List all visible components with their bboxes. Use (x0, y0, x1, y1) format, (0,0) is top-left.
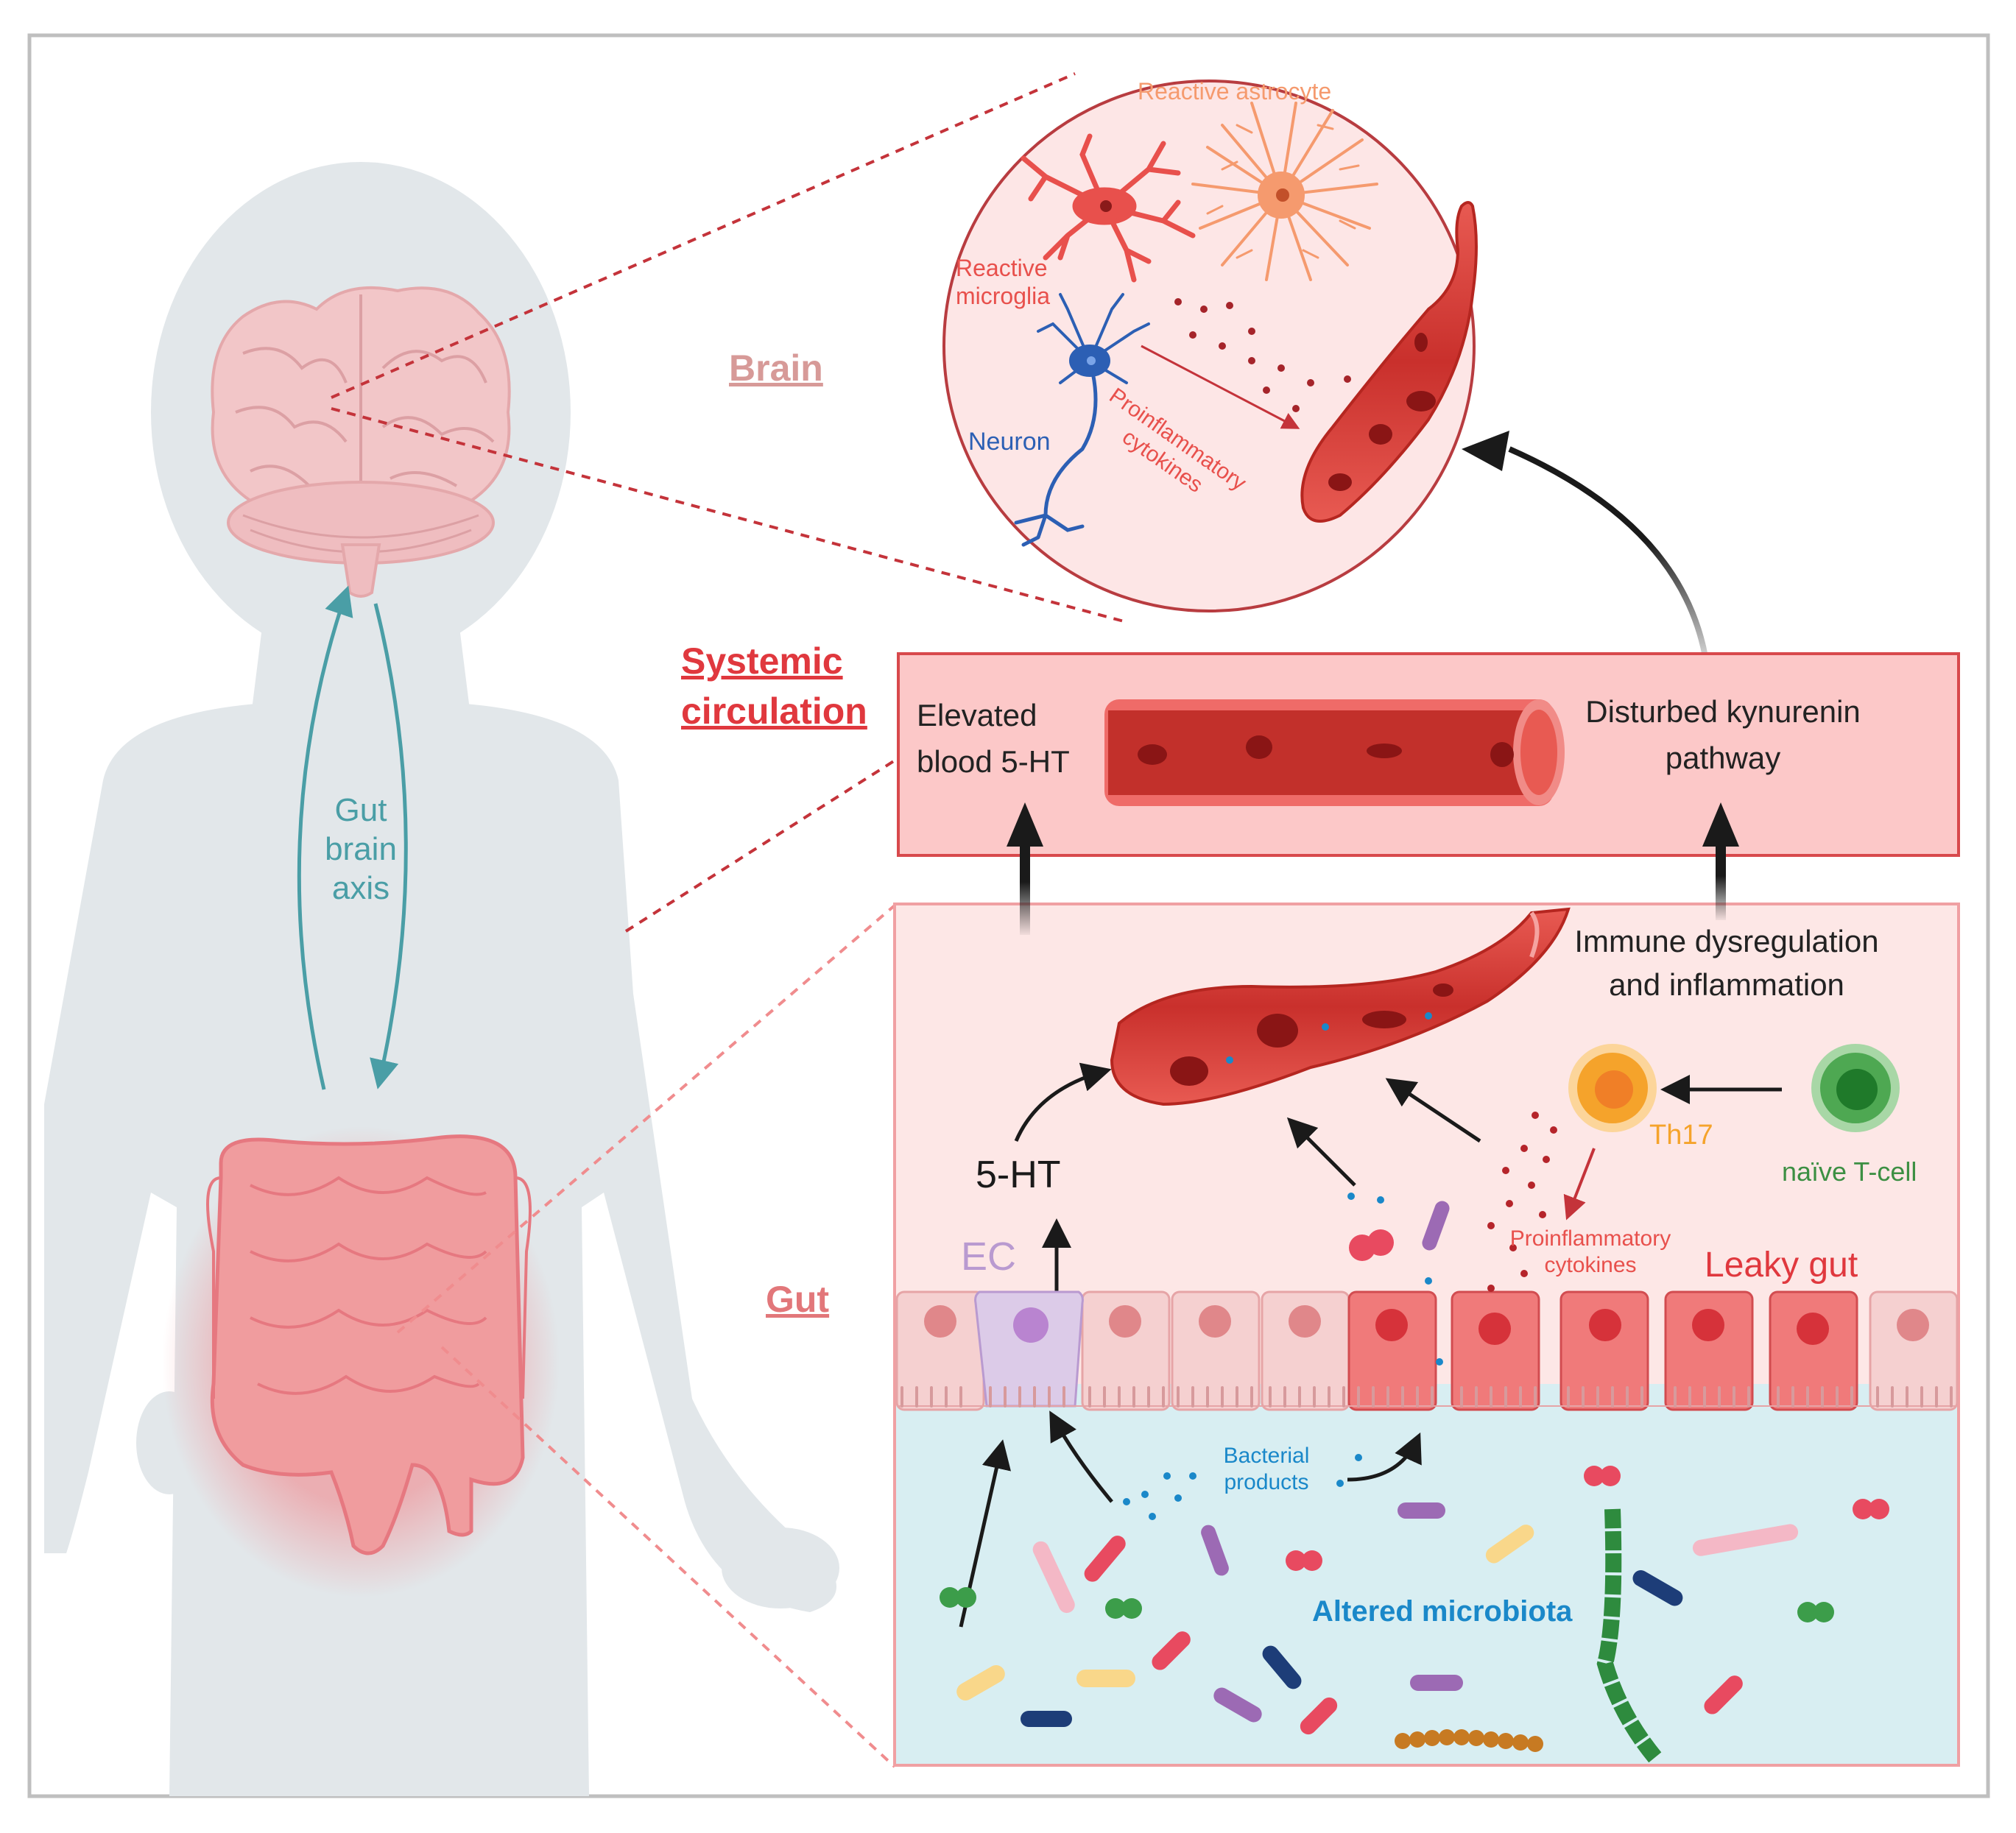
immune-dysregulation-line-1: Immune dysregulation (1574, 924, 1879, 958)
naive-t-cell-label: naïve T-cell (1782, 1156, 1917, 1187)
astrocyte-illustration (1191, 102, 1378, 281)
gut-brain-axis-line-2: brain (325, 830, 397, 867)
brain-cytokine-dots (1174, 298, 1351, 412)
leaky-gut-label: Leaky gut (1705, 1246, 1858, 1285)
intestinal-epithelium (895, 1290, 1959, 1411)
upward-arrows (1007, 802, 1739, 935)
gut-brain-axis-label: Gut brain axis (317, 791, 405, 908)
gut-brain-axis-line-3: axis (331, 869, 390, 906)
bacterial-products-line-2: products (1224, 1470, 1309, 1494)
immune-dysregulation-label: Immune dysregulation and inflammation (1554, 920, 1900, 1007)
systemic-circulation-title: Systemic circulation (681, 637, 867, 736)
gut-cytokines-line-1: Proinflammatory (1509, 1226, 1671, 1251)
reactive-microglia-line-2: microglia (956, 283, 1051, 310)
microbiota (940, 1201, 1889, 1765)
naive-t-cell (1811, 1044, 1900, 1132)
microglia-illustration (1021, 133, 1196, 283)
gut-cytokines-line-2: cytokines (1544, 1253, 1637, 1277)
reactive-astrocyte-label: Reactive astrocyte (1138, 78, 1332, 105)
circulation-blood-vessel (1104, 699, 1565, 806)
elevated-5ht-line-2: blood 5-HT (917, 744, 1070, 779)
gut-cytokine-dots (1487, 1112, 1557, 1292)
kynurenin-to-brain-arrow (1508, 446, 1711, 678)
ec-label: EC (961, 1235, 1017, 1279)
systemic-circulation-line-2: circulation (681, 690, 867, 732)
kynurenin-line-1: Disturbed kynurenin (1585, 694, 1861, 729)
bacterial-products-label: Bacterial products (1208, 1443, 1325, 1496)
brain-blood-vessel (1300, 201, 1478, 523)
gut-cytokines-label: Proinflammatory cytokines (1495, 1226, 1686, 1279)
gut-brain-axis-arrow-up (297, 585, 353, 1090)
gut-brain-axis-arrow-down (370, 603, 408, 1089)
five-ht-label: 5-HT (976, 1154, 1061, 1196)
reactive-microglia-label: Reactive microglia (956, 254, 1050, 311)
systemic-circulation-line-1: Systemic (681, 640, 843, 682)
reactive-microglia-line-1: Reactive (956, 255, 1048, 281)
gut-blood-vessel (1110, 907, 1571, 1106)
immune-dysregulation-line-2: and inflammation (1609, 967, 1844, 1002)
neuron-label: Neuron (968, 428, 1051, 456)
bacterial-product-dots (1123, 1193, 1443, 1520)
leaky-cells (1347, 1290, 1858, 1411)
intestine-illustration (162, 1126, 560, 1597)
th17-cell (1568, 1044, 1657, 1132)
gut-brain-axis-line-1: Gut (334, 792, 387, 828)
altered-microbiota-label: Altered microbiota (1312, 1595, 1573, 1628)
elevated-5ht-label: Elevated blood 5-HT (917, 692, 1070, 785)
brain-cytokine-arrow (1141, 345, 1300, 429)
brain-illustration (211, 286, 511, 598)
zoom-lines (331, 72, 1127, 1768)
th17-label: Th17 (1649, 1120, 1713, 1151)
gut-section-title: Gut (766, 1279, 830, 1320)
neuron-illustration (1014, 293, 1150, 547)
brain-section-title: Brain (729, 347, 823, 389)
kynurenin-line-2: pathway (1665, 741, 1781, 775)
elevated-5ht-line-1: Elevated (917, 698, 1037, 732)
bacterial-products-line-1: Bacterial (1223, 1444, 1310, 1468)
healthy-cells-left (895, 1290, 1959, 1411)
th17-cytokine-arrow (1563, 1148, 1596, 1221)
kynurenin-arrowhead (1462, 431, 1509, 471)
kynurenin-label: Disturbed kynurenin pathway (1568, 688, 1878, 781)
